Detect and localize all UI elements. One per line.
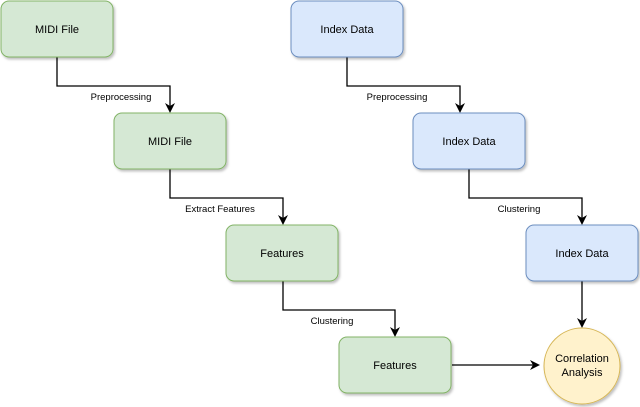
node-index-data-processed: Index Data [412, 112, 526, 170]
node-index-data-raw-label: Index Data [320, 24, 374, 36]
edge-index-to-index-clustered [468, 169, 587, 225]
node-index-data-raw: Index Data [290, 0, 404, 58]
correlation-label-line2: Analysis [562, 367, 603, 379]
node-midi-file-raw: MIDI File [0, 0, 114, 58]
correlation-label-line1: Correlation [555, 353, 609, 365]
node-midi-file-raw-label: MIDI File [35, 24, 79, 36]
edge-label-clustering-left: Clustering [311, 316, 354, 327]
node-midi-file-processed-label: MIDI File [148, 136, 192, 148]
edge-label-extract-features: Extract Features [185, 204, 255, 215]
edge-midi-to-midi [56, 57, 175, 113]
edge-features-to-features [282, 281, 400, 337]
node-features-clustered-label: Features [373, 360, 417, 372]
edge-label-preprocessing-right: Preprocessing [367, 92, 428, 103]
node-midi-file-processed: MIDI File [113, 112, 227, 170]
edge-label-clustering-right: Clustering [498, 204, 541, 215]
node-correlation-analysis: Correlation Analysis [543, 327, 621, 405]
edge-midi-to-features [169, 169, 288, 225]
node-index-data-clustered-label: Index Data [555, 248, 609, 260]
edge-label-preprocessing-left: Preprocessing [91, 92, 152, 103]
node-index-data-processed-label: Index Data [442, 136, 496, 148]
node-features-clustered: Features [338, 336, 452, 394]
node-features-extracted: Features [225, 224, 339, 282]
edge-index-to-index [346, 57, 465, 113]
node-index-data-clustered: Index Data [525, 224, 639, 282]
node-features-extracted-label: Features [260, 248, 304, 260]
